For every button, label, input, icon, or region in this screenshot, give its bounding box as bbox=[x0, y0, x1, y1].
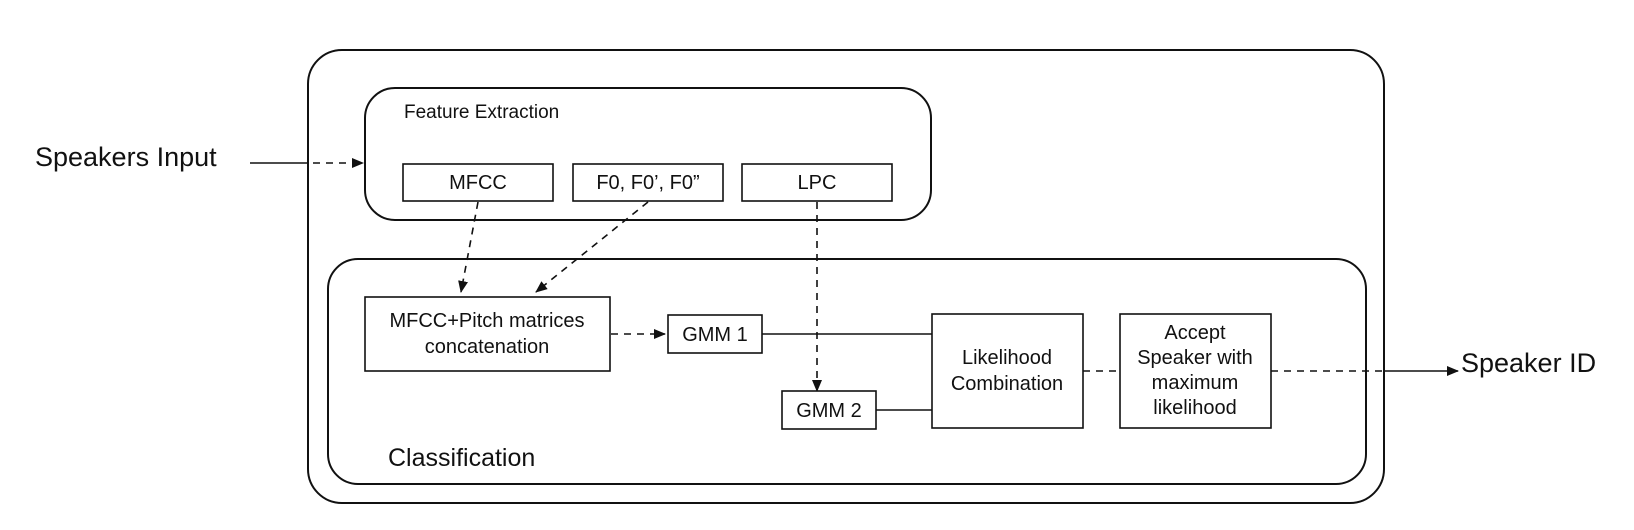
accept-label-line4: likelihood bbox=[1153, 397, 1236, 419]
feature-extraction-title: Feature Extraction bbox=[404, 102, 559, 123]
accept-label-line1: Accept bbox=[1164, 322, 1226, 344]
lpc-label: LPC bbox=[798, 172, 837, 194]
accept-label-line3: maximum bbox=[1152, 372, 1239, 394]
gmm1-box bbox=[667, 314, 763, 354]
pitch-box bbox=[572, 163, 724, 202]
lpc-box bbox=[741, 163, 893, 202]
concatenation-box bbox=[364, 296, 611, 372]
speakers-input-label: Speakers Input bbox=[35, 142, 217, 172]
gmm2-label: GMM 2 bbox=[796, 400, 862, 422]
pitch-label: F0, F0’, F0” bbox=[596, 172, 699, 194]
pitch-to-concat-arrow bbox=[535, 201, 649, 293]
accept-label-line2: Speaker with bbox=[1137, 347, 1253, 369]
speaker-id-label: Speaker ID bbox=[1461, 348, 1596, 378]
system-frame bbox=[307, 49, 1385, 504]
likelihood-label-line1: Likelihood bbox=[962, 347, 1052, 369]
likelihood-label-line2: Combination bbox=[951, 373, 1063, 395]
mfcc-box bbox=[402, 163, 554, 202]
feature-extraction-group bbox=[364, 87, 932, 221]
accept-speaker-box bbox=[1119, 313, 1272, 429]
likelihood-combination-box bbox=[931, 313, 1084, 429]
gmm2-box bbox=[781, 390, 877, 430]
gmm1-label: GMM 1 bbox=[682, 324, 748, 346]
classification-title: Classification bbox=[388, 444, 535, 472]
mfcc-to-concat-arrow bbox=[458, 201, 479, 293]
mfcc-label: MFCC bbox=[449, 172, 507, 194]
concatenation-label-line2: concatenation bbox=[425, 336, 550, 358]
concatenation-label-line1: MFCC+Pitch matrices bbox=[389, 310, 584, 332]
